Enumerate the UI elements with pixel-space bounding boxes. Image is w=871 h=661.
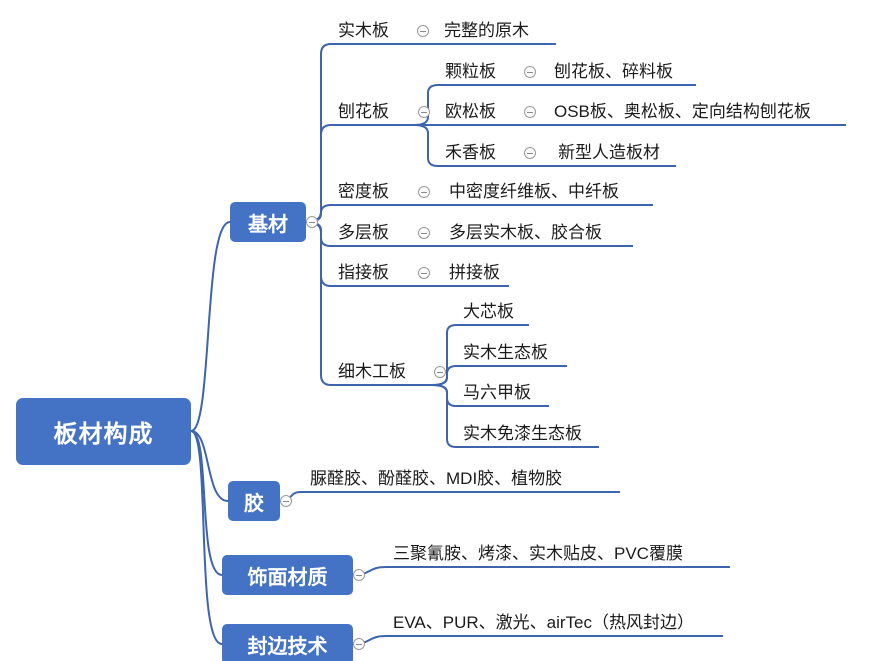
collapse-minus-icon[interactable] <box>353 638 365 650</box>
connector-line <box>305 124 332 223</box>
collapse-minus-icon[interactable] <box>418 106 430 118</box>
collapse-minus-icon[interactable] <box>417 25 429 37</box>
connector-line <box>413 84 439 126</box>
node-hexiang-board-detail[interactable]: 新型人造板材 <box>546 141 676 167</box>
node-whole-log[interactable]: 完整的原木 <box>432 19 556 45</box>
connector-line <box>190 430 223 576</box>
node-granule-board[interactable]: 颗粒板 <box>437 60 521 86</box>
node-density-board[interactable]: 密度板 <box>330 180 414 206</box>
node-edge-banding-detail[interactable]: EVA、PUR、激光、airTec（热风封边） <box>385 611 723 637</box>
node-edge-banding[interactable]: 封边技术 <box>222 624 353 661</box>
connector-line <box>431 384 457 407</box>
node-surface-material[interactable]: 饰面材质 <box>222 555 353 595</box>
collapse-minus-icon[interactable] <box>280 495 292 507</box>
node-paint-free-eco-board[interactable]: 实木免漆生态板 <box>455 422 599 448</box>
connector-line <box>413 124 439 167</box>
node-core-board[interactable]: 大芯板 <box>455 300 529 326</box>
connector-line <box>305 221 332 386</box>
connector-line <box>190 221 231 432</box>
connector-line <box>190 430 229 502</box>
node-granule-board-detail[interactable]: 刨花板、碎料板 <box>546 60 696 86</box>
connector-line <box>305 221 332 287</box>
node-surface-material-detail[interactable]: 三聚氰胺、烤漆、实木贴皮、PVC覆膜 <box>385 542 730 568</box>
collapse-minus-icon[interactable] <box>418 227 430 239</box>
node-multilayer-board[interactable]: 多层板 <box>330 221 414 247</box>
node-finger-joint-board-detail[interactable]: 拼接板 <box>441 261 509 287</box>
node-board-composition[interactable]: 板材构成 <box>16 398 191 465</box>
node-density-board-detail[interactable]: 中密度纤维板、中纤板 <box>441 180 653 206</box>
node-particleboard[interactable]: 刨花板 <box>330 100 414 126</box>
node-blockboard[interactable]: 细木工板 <box>330 360 432 386</box>
node-solid-wood-board[interactable]: 实木板 <box>330 19 414 45</box>
connector-line <box>305 43 332 223</box>
node-osb-board-detail[interactable]: OSB板、奥松板、定向结构刨花板 <box>546 100 846 126</box>
node-substrate[interactable]: 基材 <box>230 202 306 242</box>
collapse-minus-icon[interactable] <box>524 106 536 118</box>
connector-line <box>190 430 223 645</box>
node-finger-joint-board[interactable]: 指接板 <box>330 261 414 287</box>
collapse-minus-icon[interactable] <box>434 366 446 378</box>
node-osb-board[interactable]: 欧松板 <box>437 100 521 126</box>
collapse-minus-icon[interactable] <box>418 267 430 279</box>
node-solid-wood-eco-board[interactable]: 实木生态板 <box>455 341 567 367</box>
node-glue[interactable]: 胶 <box>228 481 280 521</box>
node-malacca-board[interactable]: 马六甲板 <box>455 381 549 407</box>
node-hexiang-board[interactable]: 禾香板 <box>437 141 521 167</box>
node-multilayer-board-detail[interactable]: 多层实木板、胶合板 <box>441 221 633 247</box>
connector-line <box>431 384 457 448</box>
collapse-minus-icon[interactable] <box>524 66 536 78</box>
collapse-minus-icon[interactable] <box>524 147 536 159</box>
node-glue-detail[interactable]: 脲醛胶、酚醛胶、MDI胶、植物胶 <box>300 467 620 493</box>
collapse-minus-icon[interactable] <box>306 216 318 228</box>
collapse-minus-icon[interactable] <box>353 569 365 581</box>
collapse-minus-icon[interactable] <box>418 186 430 198</box>
